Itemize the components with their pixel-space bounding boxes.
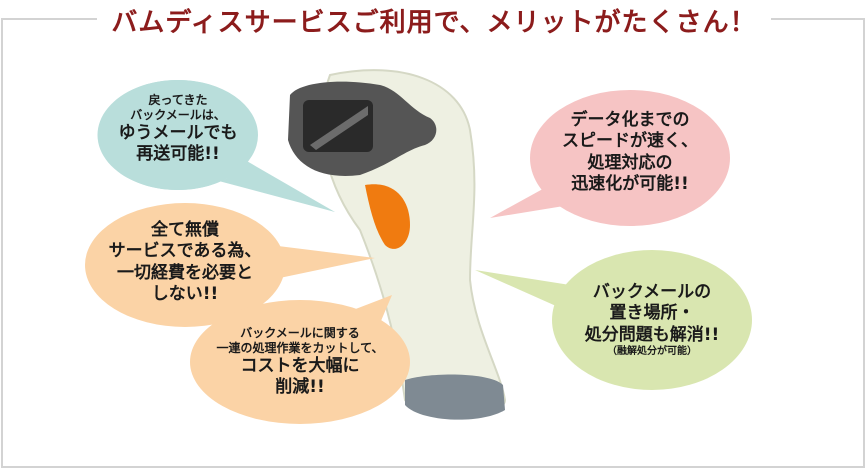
panel-title: バムディスサービスご利用で、メリットがたくさん！ bbox=[0, 2, 868, 39]
resend-text: 戻ってきた バックメールは、 ゆうメールでも 再送可能!! bbox=[118, 93, 238, 165]
cost-text: バックメールに関する 一連の処理作業をカットして、 コストを大幅に 削減!! bbox=[216, 326, 384, 398]
bubble-speed bbox=[490, 90, 730, 226]
bubble-free bbox=[85, 203, 375, 327]
bubble-cost bbox=[190, 295, 410, 424]
speed-text: データ化までの スピードが速く、 処理対応の 迅速化が可能!! bbox=[562, 110, 698, 194]
bubble-storage bbox=[475, 250, 752, 390]
free-text: 全て無償 サービスである為、 一切経費を必要と しない!! bbox=[108, 220, 262, 304]
barcode-scanner-illustration bbox=[288, 69, 507, 420]
storage-text: バックメールの 置き場所・ 処分問題も解消!! （融解処分が可能） bbox=[584, 282, 720, 357]
